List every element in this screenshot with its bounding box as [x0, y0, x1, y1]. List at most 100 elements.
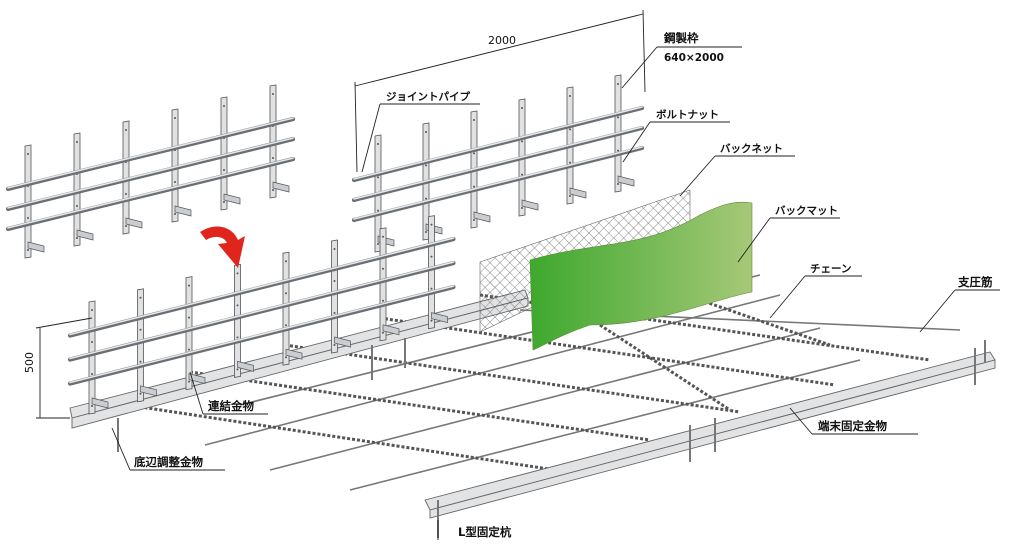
ul-rail-2 — [5, 137, 296, 211]
front-rail-highlight — [69, 237, 455, 336]
label-end-fixture: 端末固定金物 — [789, 407, 918, 435]
front-bracket-5 — [285, 348, 303, 360]
ur-bolt-hole — [617, 116, 619, 119]
ul-bolt-hole — [272, 189, 274, 191]
ur-bolt-hole — [473, 185, 475, 188]
ul-bracket-2 — [76, 229, 94, 241]
l-stake-label: L型固定杭 — [458, 525, 512, 539]
end-beam-top — [424, 351, 996, 511]
front-rail-1 — [67, 236, 456, 338]
label-base-adjuster: 底辺調整金物 — [111, 427, 225, 471]
back-mat — [529, 201, 753, 351]
ul-rail-highlight — [7, 137, 294, 209]
ul-bolt-hole — [76, 141, 78, 143]
ur-bolt-hole — [569, 128, 571, 131]
joint-pipe-label: ジョイントパイプ — [386, 90, 470, 103]
ul-bolt-hole — [76, 237, 78, 239]
ul-bolt-hole — [272, 93, 274, 95]
front-rail-2 — [67, 260, 456, 362]
front-bolt-hole — [236, 368, 239, 371]
rebar-3 — [349, 359, 861, 491]
front-bolt-hole — [188, 316, 190, 319]
ur-bolt-hole — [425, 197, 427, 200]
dim-width-label: 2000 — [488, 34, 516, 47]
ul-post-6 — [269, 84, 277, 199]
ur-rail-highlight — [353, 106, 643, 180]
ul-bracket-6 — [272, 181, 290, 193]
ur-bolt-hole — [377, 243, 379, 245]
front-bolt-hole — [382, 235, 384, 238]
front-bolt-hole — [285, 356, 287, 359]
front-bracket-4 — [237, 360, 254, 372]
label-bolt-nut: ボルトナット — [622, 108, 730, 163]
dim-height-label: 500 — [23, 352, 36, 373]
front-post-3 — [185, 276, 193, 391]
front-bracket-8 — [431, 312, 448, 324]
ur-rail-highlight — [353, 146, 643, 220]
ur-bracket-5 — [569, 187, 587, 199]
front-bracket-2 — [140, 385, 157, 397]
ur-bolt-hole — [617, 149, 619, 152]
ur-bolt-hole — [569, 195, 571, 197]
label-l-stake: L型固定杭 — [437, 520, 512, 540]
upper-left-frame — [5, 84, 296, 259]
ul-post-1 — [24, 144, 32, 259]
front-bolt-hole — [333, 312, 336, 314]
ul-bolt-hole — [174, 181, 176, 183]
front-bolt-hole — [188, 284, 190, 287]
ul-bolt-hole — [174, 213, 176, 215]
label-support-rebar: 支圧筋 — [919, 275, 1000, 333]
ul-bolt-hole — [76, 205, 78, 207]
front-bracket-3 — [188, 373, 206, 385]
front-post-2 — [137, 288, 144, 403]
front-rail-3 — [67, 284, 456, 386]
front-post-7 — [379, 227, 387, 342]
connector-label: 連結金物 — [208, 399, 254, 413]
front-rail-highlight — [69, 261, 455, 360]
ul-post-4 — [171, 108, 179, 223]
ur-bolt-hole — [617, 83, 619, 85]
front-bolt-hole — [236, 336, 239, 339]
ul-bolt-hole — [272, 157, 274, 159]
front-bolt-hole — [333, 280, 336, 282]
ul-bolt-hole — [223, 201, 225, 203]
ur-bracket-6 — [617, 175, 635, 187]
ul-bolt-hole — [27, 217, 29, 219]
chain-3 — [284, 343, 741, 414]
bolt-nut-label: ボルトナット — [656, 108, 719, 121]
ul-bolt-hole — [223, 105, 225, 107]
label-steel-frame: 鋼製枠 640×2000 — [621, 31, 742, 89]
ul-bracket-5 — [223, 193, 241, 205]
ul-bolt-hole — [27, 249, 29, 251]
support-rebar-label: 支圧筋 — [957, 275, 993, 289]
ur-bolt-hole — [473, 152, 475, 155]
front-bolt-hole — [430, 255, 433, 258]
dimension-width: 2000 — [354, 9, 646, 173]
front-rail-highlight — [69, 285, 455, 384]
back-mat-label: バックマット — [775, 205, 838, 217]
ur-bolt-hole — [521, 107, 523, 109]
ul-post-2 — [73, 132, 81, 247]
front-bolt-hole — [91, 341, 93, 343]
front-bolt-hole — [139, 296, 142, 299]
ur-bolt-hole — [569, 95, 571, 97]
chain-2 — [189, 370, 651, 442]
assembly-arrow-icon — [200, 226, 245, 268]
rebar-2 — [269, 327, 821, 471]
ur-bolt-hole — [473, 219, 475, 221]
front-post-5 — [282, 251, 290, 366]
front-bolt-hole — [285, 324, 287, 327]
front-bolt-hole — [430, 223, 433, 226]
steel-frame-label: 鋼製枠 — [663, 31, 699, 45]
ur-bolt-hole — [425, 164, 427, 167]
end-fixture-beam — [424, 340, 996, 538]
chain-4 — [379, 316, 836, 387]
front-bolt-hole — [188, 348, 190, 351]
front-bolt-hole — [139, 328, 142, 331]
front-bracket-7 — [382, 324, 400, 336]
rebar-1 — [204, 294, 781, 446]
ur-bolt-hole — [377, 209, 379, 212]
front-bolt-hole — [91, 309, 93, 311]
ul-bracket-4 — [174, 205, 192, 217]
